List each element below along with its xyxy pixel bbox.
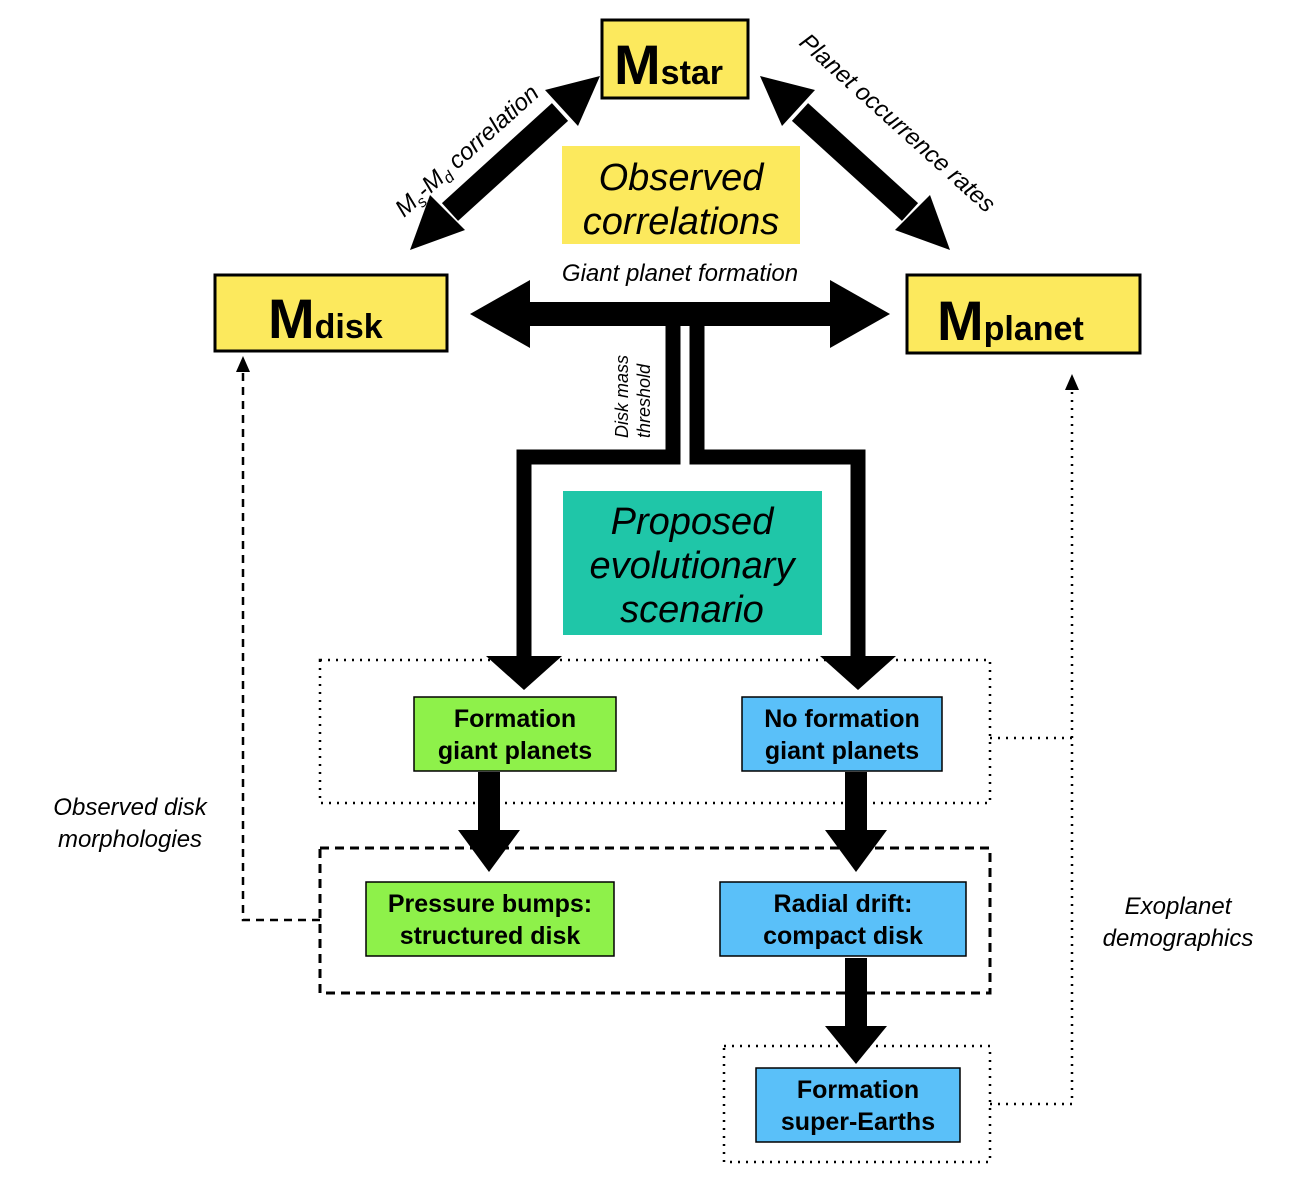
label-observed-disk-morphologies: Observed disk morphologies (53, 794, 208, 853)
svg-text:demographics: demographics (1103, 925, 1254, 952)
label-giant-planet-formation: Giant planet formation (562, 260, 798, 287)
node-formation-giant-planets: Formation giant planets (413, 696, 617, 772)
label-disk-mass-threshold: Disk mass threshold (612, 355, 654, 438)
svg-text:Proposed: Proposed (611, 501, 776, 543)
mdisk-label: Mdisk (268, 287, 383, 350)
mplanet-label: Mplanet (937, 289, 1084, 352)
arrow-trunk-left (486, 318, 681, 690)
svg-text:super-Earths: super-Earths (781, 1108, 935, 1136)
arrow-mdisk-mplanet (470, 280, 890, 348)
connector-exoplanet-demographics (990, 374, 1079, 1106)
dotted-group-super-earths (722, 1044, 992, 1164)
svg-text:correlations: correlations (583, 201, 779, 243)
svg-text:Radial drift:: Radial drift: (774, 890, 913, 918)
node-mdisk: Mdisk (213, 273, 449, 353)
node-no-formation-giant-planets: No formation giant planets (741, 696, 943, 772)
svg-text:giant planets: giant planets (438, 737, 592, 765)
dashed-group-disk-morphology (318, 846, 992, 995)
svg-text:compact disk: compact disk (763, 922, 923, 950)
arrow-mstar-mplanet (760, 76, 950, 250)
mstar-label: Mstar (614, 33, 723, 96)
arrow-noformation-to-radial (825, 772, 887, 872)
arrow-radial-to-superearths (825, 958, 887, 1064)
svg-text:Formation: Formation (454, 705, 576, 733)
arrow-formation-to-pressure (458, 772, 520, 872)
svg-text:morphologies: morphologies (58, 826, 202, 853)
node-mplanet: Mplanet (905, 273, 1142, 355)
svg-text:scenario: scenario (620, 589, 764, 631)
arrow-mstar-mdisk (410, 76, 600, 250)
svg-text:giant planets: giant planets (765, 737, 919, 765)
svg-text:No formation: No formation (764, 705, 920, 733)
svg-text:Observed disk: Observed disk (53, 794, 208, 821)
node-pressure-bumps: Pressure bumps: structured disk (365, 881, 615, 957)
proposed-scenario-box: Proposed evolutionary scenario (563, 491, 822, 635)
connector-disk-morphologies (236, 356, 320, 922)
svg-text:threshold: threshold (634, 363, 654, 438)
svg-text:structured disk: structured disk (400, 922, 581, 950)
node-radial-drift: Radial drift: compact disk (719, 881, 967, 957)
node-mstar: Mstar (600, 18, 750, 100)
svg-text:Disk mass: Disk mass (612, 355, 632, 438)
svg-text:Exoplanet: Exoplanet (1125, 893, 1233, 920)
node-formation-super-earths: Formation super-Earths (755, 1067, 961, 1143)
svg-text:Pressure bumps:: Pressure bumps: (388, 890, 592, 918)
svg-text:Formation: Formation (797, 1076, 919, 1104)
svg-text:Observed: Observed (599, 157, 766, 199)
arrow-trunk-right (689, 318, 896, 690)
label-exoplanet-demographics: Exoplanet demographics (1103, 893, 1254, 952)
observed-correlations-box: Observed correlations (562, 146, 800, 244)
svg-text:evolutionary: evolutionary (590, 545, 797, 587)
